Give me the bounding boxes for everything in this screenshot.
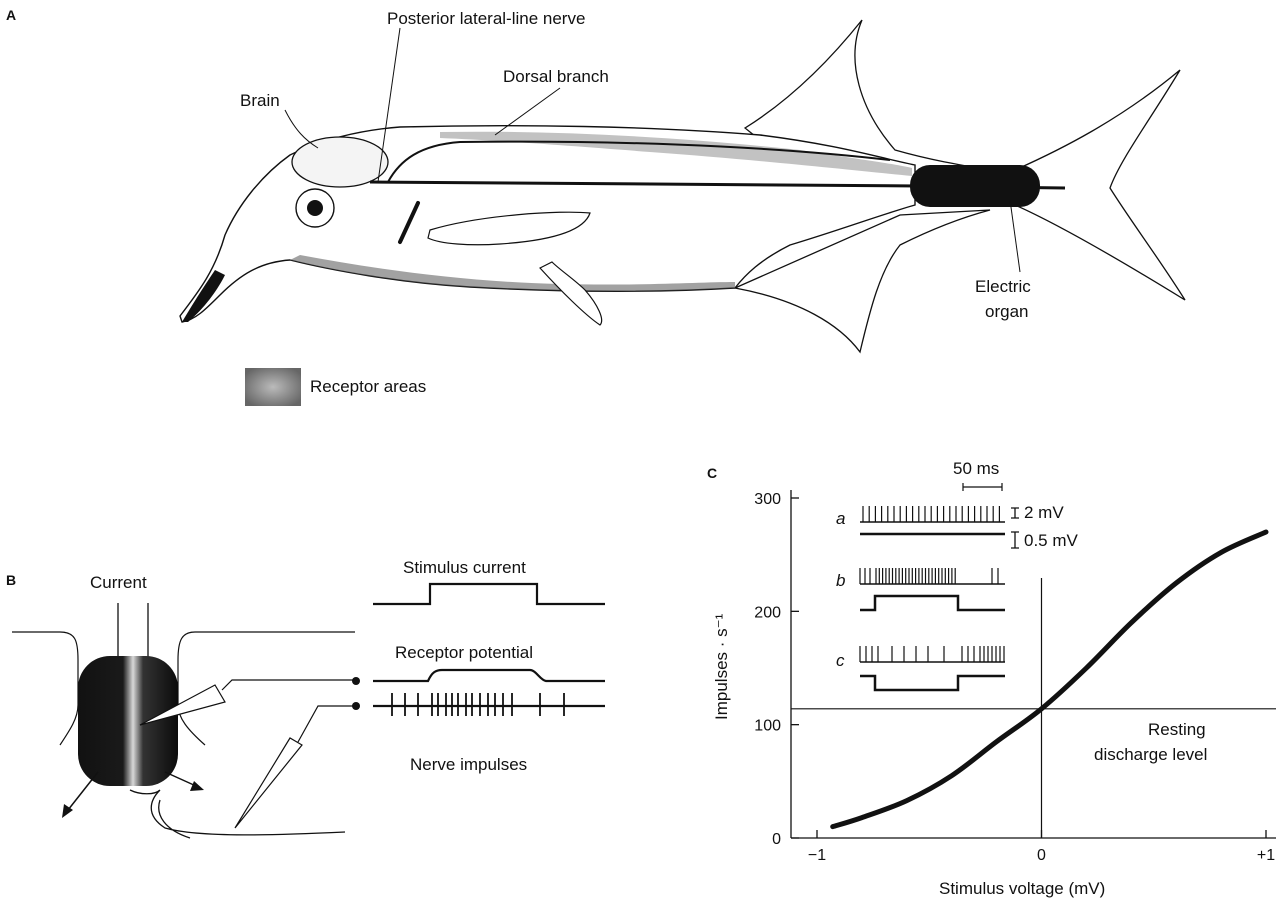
- panel-a-letter: A: [6, 7, 16, 23]
- electrode-junction-1: [352, 677, 360, 685]
- inset-time-scale-label: 50 ms: [953, 459, 999, 478]
- skin-surface: [12, 632, 78, 745]
- current-arrow-left: [68, 772, 98, 810]
- brain: [292, 137, 388, 187]
- inset-time-scale-bar: [963, 483, 1002, 491]
- label-electric-organ-1: Electric: [975, 277, 1031, 296]
- skin-surface-right: [178, 632, 355, 745]
- electrode-wire-1: [222, 680, 355, 690]
- label-nerve-impulses: Nerve impulses: [410, 755, 527, 774]
- inset-row-b: b: [836, 571, 845, 590]
- leader-electric-organ: [1010, 200, 1020, 272]
- inset-label-2mv: 2 mV: [1024, 503, 1064, 522]
- label-resting-1: Resting: [1148, 720, 1206, 739]
- label-dorsal-branch: Dorsal branch: [503, 67, 609, 86]
- panel-b-letter: B: [6, 572, 16, 588]
- current-arrow-right: [165, 772, 196, 786]
- panel-b: B Current Stimulus current Receptor pote…: [6, 558, 605, 838]
- inset-b-receptor: [860, 596, 1005, 610]
- label-receptor-potential: Receptor potential: [395, 643, 533, 662]
- trace-receptor-potential: [373, 670, 605, 681]
- electrode-wire-2: [298, 706, 355, 742]
- electric-organ: [910, 165, 1040, 207]
- inset-c-receptor: [860, 676, 1005, 690]
- y-tick-label: 100: [754, 718, 781, 735]
- x-tick-label: −1: [808, 847, 826, 864]
- label-electric-organ-2: organ: [985, 302, 1028, 321]
- panel-a: A Posterior lateral-line nerve Dorsal b: [6, 7, 1185, 406]
- panel-c-letter: C: [707, 465, 717, 481]
- label-posterior-nerve: Posterior lateral-line nerve: [387, 9, 585, 28]
- inset-label-05mv: 0.5 mV: [1024, 531, 1079, 550]
- receptor-areas-swatch: [245, 368, 301, 406]
- response-curve: [833, 532, 1266, 827]
- y-axis-label: Impulses · s⁻¹: [712, 613, 731, 720]
- electrode-junction-2: [352, 702, 360, 710]
- arrowhead-right: [190, 781, 204, 791]
- y-tick-label: 300: [754, 491, 781, 508]
- receptor-cell: [78, 656, 178, 786]
- x-axis-label: Stimulus voltage (mV): [939, 879, 1105, 898]
- inset-row-a: a: [836, 509, 845, 528]
- y-tick-label: 0: [772, 831, 781, 848]
- eye-inner: [307, 200, 323, 216]
- x-tick-label: 0: [1037, 847, 1046, 864]
- caudal-fin: [1015, 70, 1185, 300]
- label-current: Current: [90, 573, 147, 592]
- legend-receptor-areas: Receptor areas: [310, 377, 426, 396]
- label-brain: Brain: [240, 91, 280, 110]
- inset-traces: [860, 506, 1005, 690]
- afferent-nerve-fiber: [130, 790, 345, 838]
- inset-scale-05mv: [1011, 532, 1019, 548]
- trace-stimulus-current: [373, 584, 605, 604]
- x-tick-label: +1: [1257, 847, 1275, 864]
- extracellular-electrode: [235, 738, 302, 828]
- label-resting-2: discharge level: [1094, 745, 1207, 764]
- inset-row-c: c: [836, 651, 845, 670]
- label-stimulus-current: Stimulus current: [403, 558, 526, 577]
- nerve-impulse-spikes: [392, 693, 564, 716]
- y-tick-label: 200: [754, 604, 781, 621]
- inset-scale-2mv: [1011, 508, 1019, 518]
